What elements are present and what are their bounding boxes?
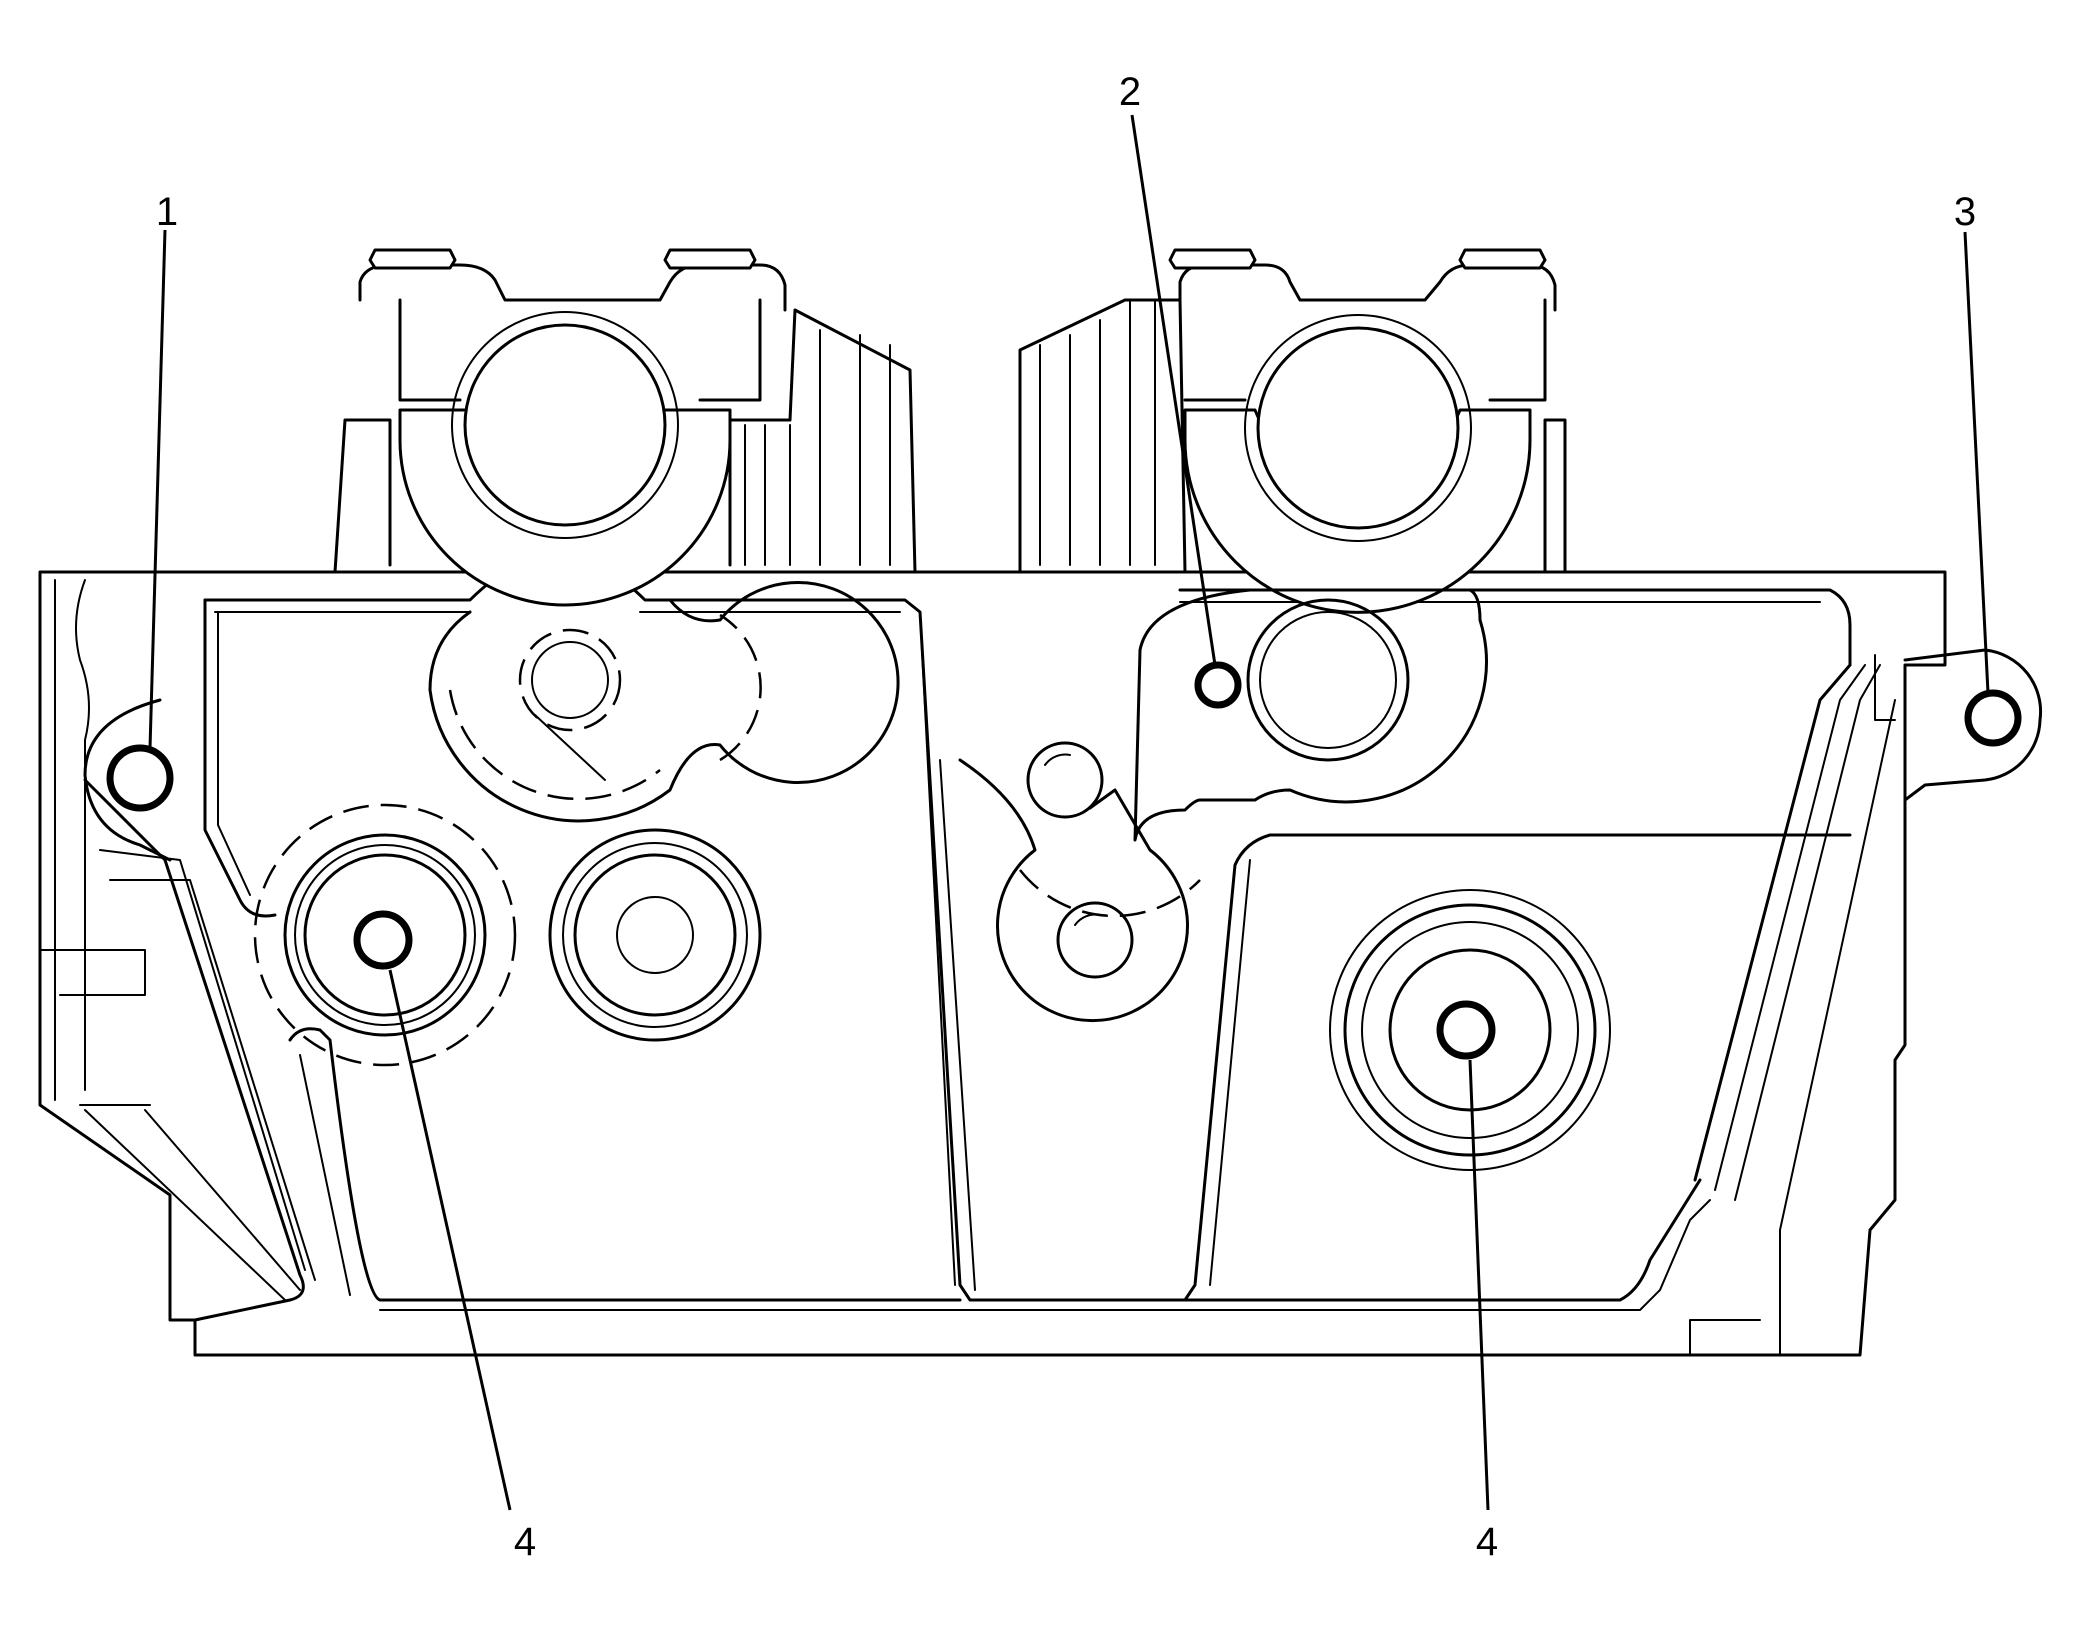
leader-line-1 (148, 229, 167, 749)
hole-4-left (353, 910, 413, 970)
leader-line-3 (1963, 231, 1990, 694)
callout-3: 3 (1954, 190, 1976, 234)
callout-1: 1 (156, 190, 178, 234)
hole-2 (1194, 661, 1242, 709)
leader-lines (148, 114, 1990, 1511)
hole-4-right (1436, 1000, 1496, 1060)
cylinder-head-body (38, 570, 1947, 1357)
callout-4-right: 4 (1476, 1520, 1498, 1564)
hole-3 (1964, 689, 2022, 747)
camshaft-section (333, 248, 1567, 614)
highlighted-holes (106, 661, 2022, 1060)
leader-line-4-right (1468, 1059, 1490, 1511)
leader-line-4-left (388, 969, 512, 1511)
center-ports (958, 588, 1488, 1023)
callout-2: 2 (1119, 70, 1141, 114)
right-ear (1874, 648, 2043, 802)
callout-4-left: 4 (514, 1520, 536, 1564)
left-ports (253, 581, 900, 1067)
callout-labels: 1 2 3 4 4 (156, 70, 1976, 1564)
leader-line-2 (1130, 114, 1217, 666)
right-ports (1329, 889, 1611, 1171)
hole-1 (106, 744, 174, 812)
left-ear (83, 698, 172, 862)
